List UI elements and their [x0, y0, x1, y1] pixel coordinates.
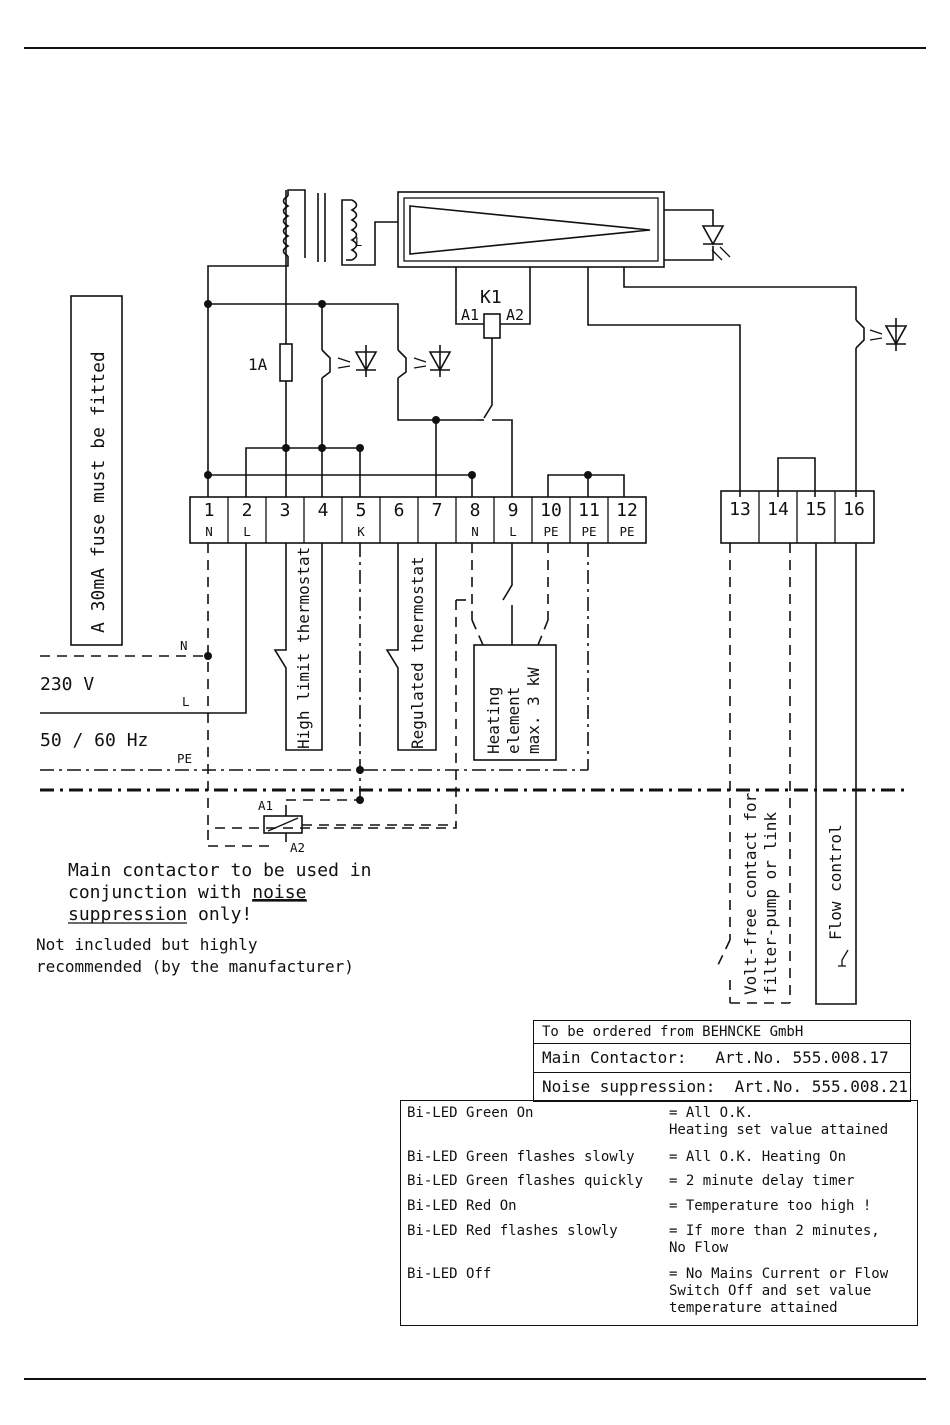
heating-line-2: element [504, 687, 523, 754]
led-meaning: = Temperature too high ! [669, 1198, 872, 1214]
relay-a1-label: A1 [461, 306, 479, 324]
led-state: Bi-LED Red flashes slowly [407, 1223, 618, 1239]
main-contactor: A1 A2 [207, 798, 456, 855]
fuse-note-text: A 30mA fuse must be fitted [88, 351, 109, 633]
contactor-a1: A1 [258, 798, 273, 813]
led-state: Bi-LED Green flashes quickly [407, 1173, 644, 1189]
terminal-12-number: 12 [616, 500, 638, 521]
optocoupler-flow [855, 318, 908, 351]
terminal-5-sub: K [357, 524, 365, 539]
terminal-4-number: 4 [318, 500, 329, 521]
terminal-2-sub: L [243, 524, 251, 539]
terminal-strip-left: 1 N 2 L 3 4 5 K 6 7 8 N 9 L 10 PE 11 PE … [189, 496, 647, 544]
led-meaning: = If more than 2 minutes, No Flow [669, 1223, 880, 1256]
led-state: Bi-LED Off [407, 1266, 492, 1282]
top-wiring: 1A [207, 190, 857, 497]
terminal-6-number: 6 [394, 500, 405, 521]
transformer-tap-label: L [355, 235, 362, 249]
flow-control-label: Flow control [826, 824, 845, 940]
terminal-3-number: 3 [280, 500, 291, 521]
terminal-15-number: 15 [805, 499, 827, 520]
contactor-a2: A2 [290, 840, 305, 855]
terminal-13-number: 13 [729, 499, 751, 520]
led-state: Bi-LED Red On [407, 1198, 517, 1214]
terminal-12-sub: PE [619, 524, 634, 539]
heating-line-3: max. 3 kW [524, 667, 543, 754]
led-meaning: = No Mains Current or Flow Switch Off an… [669, 1266, 889, 1316]
supply-voltage: 230 V [40, 674, 94, 695]
terminal-2-number: 2 [242, 500, 253, 521]
volt-free-line1: Volt-free contact for [741, 792, 760, 995]
relay-a2-label: A2 [506, 306, 524, 324]
contactor-note-line3a: suppression [68, 904, 187, 925]
terminal-16-number: 16 [843, 499, 865, 520]
fuse-1a-label: 1A [248, 355, 268, 374]
flow-control: Flow control [815, 543, 857, 1005]
terminal-7-number: 7 [432, 500, 443, 521]
high-limit-thermostat: High limit thermostat [273, 543, 323, 751]
led-meaning: = All O.K. Heating On [669, 1149, 847, 1165]
led-status-table: Bi-LED Green On = All O.K. Heating set v… [400, 1100, 918, 1326]
mains-supply: N L PE 230 V 50 / 60 Hz [40, 543, 589, 830]
order-main-contactor: Main Contactor: Art.No. 555.008.17 [534, 1043, 910, 1072]
terminal-strip-right: 13 14 15 16 [720, 490, 875, 544]
led-meaning: = 2 minute delay timer [669, 1173, 855, 1189]
relay-k1-label: K1 [480, 287, 502, 308]
fuse-note-box: A 30mA fuse must be fitted [70, 295, 123, 646]
bottom-rule [24, 1378, 926, 1380]
bi-led-indicator [701, 225, 731, 261]
terminal-10-sub: PE [543, 524, 558, 539]
not-included-line1: Not included but highly [36, 935, 258, 954]
regulated-thermostat: Regulated thermostat [385, 543, 437, 751]
order-header: To be ordered from BEHNCKE GmbH [542, 1024, 804, 1040]
terminal-10-number: 10 [540, 500, 562, 521]
led-state: Bi-LED Green flashes slowly [407, 1149, 635, 1165]
regulated-label: Regulated thermostat [408, 556, 427, 749]
terminal-1-number: 1 [204, 500, 215, 521]
terminal-9-sub: L [509, 524, 517, 539]
contactor-note-line2b: noise [252, 882, 306, 903]
svg-text:suppression only!: suppression only! [68, 904, 252, 925]
contactor-note-line2a: conjunction with [68, 882, 252, 903]
top-rule [24, 47, 926, 49]
not-included-line2: recommended (by the manufacturer) [36, 957, 354, 976]
terminal-8-number: 8 [470, 500, 481, 521]
led-meaning: = All O.K. Heating set value attained [669, 1105, 889, 1138]
control-module [397, 191, 714, 268]
supply-frequency: 50 / 60 Hz [40, 730, 148, 751]
terminal-1-sub: N [205, 524, 213, 539]
led-state: Bi-LED Green On [407, 1105, 534, 1121]
supply-n-label: N [180, 638, 188, 653]
volt-free-line2: filter-pump or link [761, 812, 780, 995]
supply-l-label: L [182, 694, 190, 709]
terminal-14-number: 14 [767, 499, 789, 520]
heating-line-1: Heating [484, 687, 503, 754]
optocoupler-high-limit [321, 345, 378, 379]
terminal-9-number: 9 [508, 500, 519, 521]
order-box: To be ordered from BEHNCKE GmbH Main Con… [533, 1020, 911, 1102]
heating-element: Heating element max. 3 kW [208, 543, 557, 829]
terminal-11-number: 11 [578, 500, 600, 521]
terminal-5-number: 5 [356, 500, 367, 521]
optocoupler-regulated [397, 345, 452, 379]
volt-free-contact: Volt-free contact for filter-pump or lin… [717, 543, 791, 1004]
contactor-note: Main contactor to be used in conjunction… [36, 860, 371, 976]
supply-pe-label: PE [177, 751, 192, 766]
svg-text:conjunction with noise: conjunction with noise [68, 882, 306, 903]
terminal-11-sub: PE [581, 524, 596, 539]
contactor-note-line1: Main contactor to be used in [68, 860, 371, 881]
high-limit-label: High limit thermostat [294, 547, 313, 749]
transformer: L [207, 189, 398, 304]
terminal-8-sub: N [471, 524, 479, 539]
contactor-note-line3b: only! [187, 904, 252, 925]
order-noise-suppression: Noise suppression: Art.No. 555.008.21 [534, 1072, 910, 1101]
relay-k1: K1 A1 A2 [455, 267, 531, 419]
